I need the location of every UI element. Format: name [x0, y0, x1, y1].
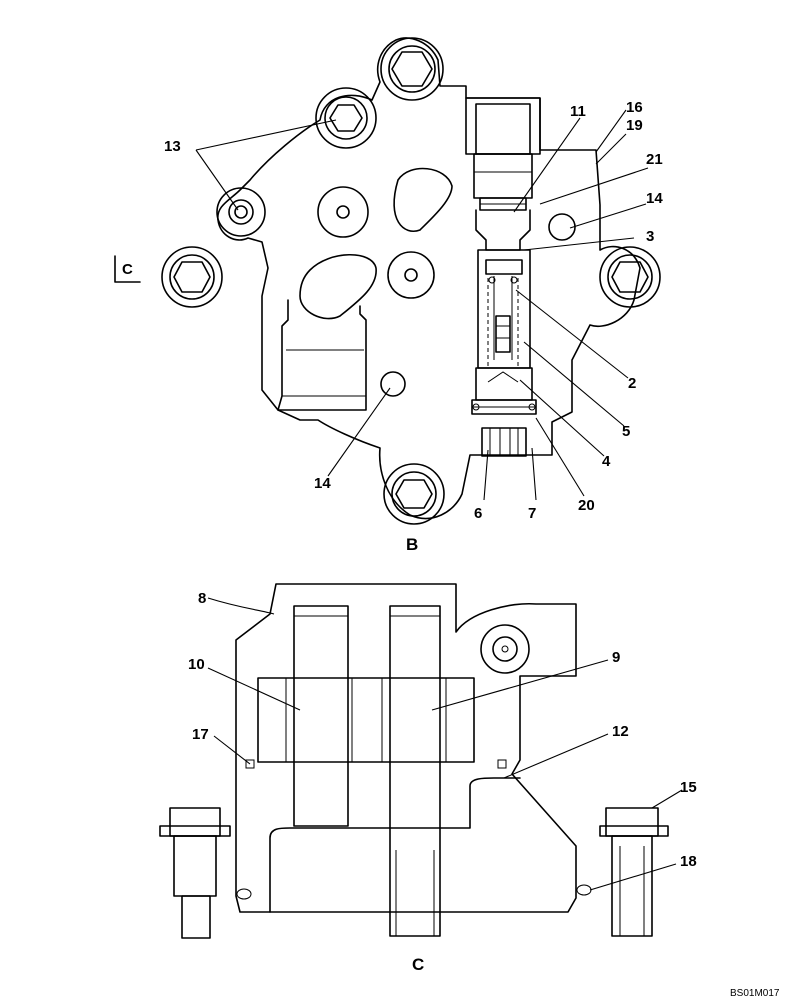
label-10: 10 [188, 656, 205, 673]
label-3: 3 [646, 228, 654, 245]
part-labels: 13 11 16 19 21 14 3 2 5 4 20 7 6 14 8 9 … [164, 99, 697, 870]
bolt-15-left [159, 807, 231, 939]
label-8: 8 [198, 590, 206, 607]
shaft-9 [389, 605, 441, 937]
seal-18 [236, 884, 592, 900]
label-19: 19 [626, 117, 643, 134]
port-holes [299, 167, 576, 397]
bolt-15-right [599, 807, 669, 937]
label-13: 13 [164, 138, 181, 155]
label-17: 17 [192, 726, 209, 743]
section-marker-c [114, 255, 141, 283]
label-4: 4 [602, 453, 611, 470]
label-5: 5 [622, 423, 630, 440]
section-marker-label: C [122, 261, 133, 278]
leader-lines [195, 109, 683, 891]
gear-block [245, 677, 507, 769]
label-15: 15 [680, 779, 697, 796]
label-12: 12 [612, 723, 629, 740]
plug-left [277, 299, 367, 411]
bolt-13-left [216, 187, 266, 237]
view-c-body [235, 583, 577, 913]
label-11: 11 [570, 103, 586, 120]
bolt-bottom [383, 463, 445, 525]
label-7: 7 [528, 505, 536, 522]
label-9: 9 [612, 649, 620, 666]
bolt-left [161, 246, 223, 308]
label-14-upper: 14 [646, 190, 663, 207]
cartridge-assembly [465, 97, 541, 457]
view-label-b: B [406, 535, 418, 554]
view-b-housing [217, 37, 641, 520]
label-6: 6 [474, 505, 482, 522]
label-14-lower: 14 [314, 475, 331, 492]
label-18: 18 [680, 853, 697, 870]
bolt-13-upper [315, 87, 377, 149]
label-16: 16 [626, 99, 643, 116]
label-20: 20 [578, 497, 595, 514]
shaft-10 [293, 605, 349, 827]
label-2: 2 [628, 375, 636, 392]
drawing-reference: BS01M017 [730, 988, 780, 999]
port-fitting [480, 624, 530, 674]
bolt-right [599, 246, 661, 308]
label-21: 21 [646, 151, 663, 168]
bolt-top-upper [380, 37, 444, 101]
view-label-c: C [412, 955, 424, 974]
